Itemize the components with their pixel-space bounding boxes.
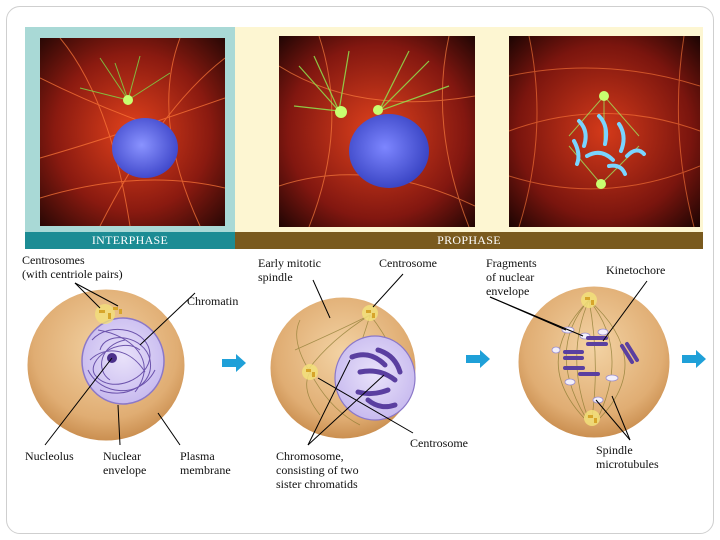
- prophase-micrograph-early: [279, 36, 475, 227]
- chromosome-pairs: [563, 336, 639, 376]
- right-arrow-icon: [222, 354, 246, 372]
- prophase-label: PROPHASE: [235, 232, 703, 249]
- interphase-label: INTERPHASE: [25, 232, 235, 249]
- label-nuclear-envelope: Nuclear envelope: [103, 449, 147, 477]
- label-fragments-nuclear-envelope: Fragments of nuclear envelope: [486, 256, 537, 298]
- nuclear-envelope-fragments: [551, 326, 619, 404]
- centrosome-pole-bottom-icon: [584, 410, 600, 426]
- label-chromatin: Chromatin: [187, 294, 239, 308]
- label-early-mitotic-spindle: Early mitotic spindle: [258, 256, 321, 284]
- label-kinetochore: Kinetochore: [606, 263, 666, 277]
- label-nucleolus: Nucleolus: [25, 449, 74, 463]
- late-prophase-cell: [515, 283, 673, 441]
- interphase-micrograph: [40, 38, 225, 226]
- chromatin-strands: [87, 328, 156, 394]
- leader-lines: [44, 273, 648, 446]
- right-arrow-icon: [682, 350, 706, 368]
- right-arrow-icon: [466, 350, 490, 368]
- label-chromosome: Chromosome, consisting of two sister chr…: [276, 449, 359, 491]
- centrosome-bottom-icon: [302, 364, 318, 380]
- label-plasma-membrane: Plasma membrane: [180, 449, 231, 477]
- centrosome-top-icon: [362, 305, 378, 321]
- centrosome-pole-top-icon: [581, 292, 597, 308]
- centrosome-pair-icon: [95, 304, 122, 324]
- early-prophase-cell: [267, 294, 419, 442]
- spindle-fibers: [557, 299, 626, 419]
- label-centrosome-bottom: Centrosome: [410, 436, 468, 450]
- label-spindle-microtubules: Spindle microtubules: [596, 443, 659, 471]
- condensing-chromosomes: [349, 347, 403, 410]
- prophase-micrograph-late: [509, 36, 700, 227]
- label-centrosomes: Centrosomes (with centriole pairs): [22, 253, 123, 281]
- label-centrosome-top: Centrosome: [379, 256, 437, 270]
